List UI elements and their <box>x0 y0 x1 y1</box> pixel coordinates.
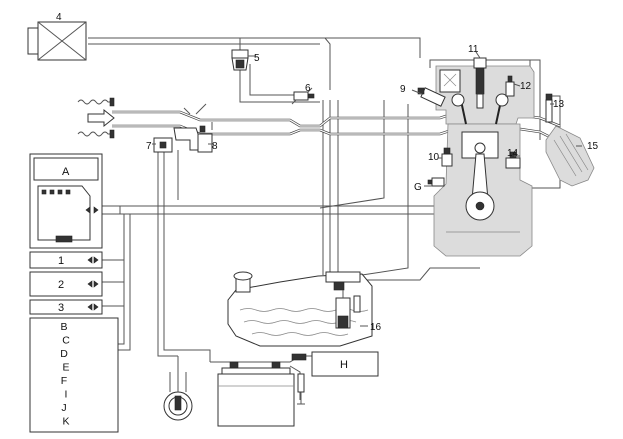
map-sensor <box>291 91 315 105</box>
legend-item: J <box>61 402 66 414</box>
fuel-tank <box>227 271 373 347</box>
legend-item: I <box>65 389 68 401</box>
legend-item: B <box>60 321 67 333</box>
coolant-sensor <box>505 151 521 169</box>
relay <box>291 353 307 405</box>
oxygen-sensor <box>545 93 553 123</box>
label-5: 5 <box>254 53 260 64</box>
box-3 <box>29 299 103 315</box>
label-15: 15 <box>587 141 599 152</box>
ignition-switch <box>163 372 193 421</box>
leader-lines <box>152 51 582 327</box>
cam-sensor <box>505 75 515 97</box>
label-9: 9 <box>400 84 406 95</box>
air-flow-arrow <box>87 108 115 128</box>
legend-item: E <box>62 362 69 374</box>
fuel-injector <box>417 87 446 107</box>
legend-item: C <box>62 335 70 347</box>
engine <box>433 65 535 257</box>
throttle-body <box>153 103 213 153</box>
label-7: 7 <box>146 141 152 152</box>
box-h <box>311 351 379 377</box>
label-14: 14 <box>507 148 519 159</box>
legend-box <box>29 317 119 433</box>
label-h: H <box>340 359 348 371</box>
label-13: 13 <box>553 99 565 110</box>
label-12: 12 <box>520 81 532 92</box>
box-1 <box>29 251 103 269</box>
air-intake-wave <box>77 97 115 139</box>
label-2: 2 <box>58 279 64 291</box>
canister <box>27 21 87 61</box>
legend-item: F <box>61 375 67 387</box>
box-2 <box>29 271 103 297</box>
ecu-panel <box>29 153 103 249</box>
battery <box>217 361 295 427</box>
crank-sensor <box>427 177 445 187</box>
label-3: 3 <box>58 302 64 314</box>
label-g: G <box>414 182 422 193</box>
label-4: 4 <box>56 12 62 23</box>
label-1: 1 <box>58 255 64 267</box>
legend-item: D <box>60 348 68 360</box>
legend-item: K <box>62 416 69 428</box>
label-a: A <box>62 166 70 178</box>
ignition-coil <box>473 57 487 109</box>
label-11: 11 <box>468 44 479 55</box>
catalytic-converter <box>545 125 595 187</box>
purge-valve <box>231 49 249 71</box>
label-10: 10 <box>428 152 440 163</box>
label-8: 8 <box>212 141 218 152</box>
label-6: 6 <box>305 83 311 94</box>
knock-sensor <box>441 147 453 167</box>
label-16: 16 <box>370 322 382 333</box>
